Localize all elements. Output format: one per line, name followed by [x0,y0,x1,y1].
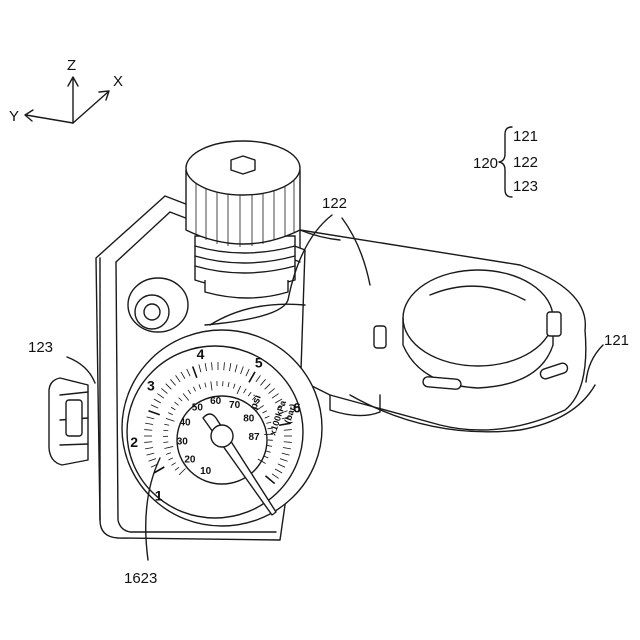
group-member-121: 121 [513,128,538,145]
axis-triad: Z X Y [9,57,123,125]
gauge-inner-number: 87 [248,432,260,443]
group-parent-label: 120 [473,155,498,172]
gauge-pivot [211,425,233,447]
leader-123 [67,357,95,383]
y-axis-label: Y [9,108,19,125]
z-axis-label: Z [67,57,76,74]
gauge-inner-number: 10 [200,466,212,477]
callout-122: 122 [322,195,347,212]
x-axis-label: X [113,73,123,90]
arm-side-slot [547,312,561,336]
gauge-inner-number: 20 [184,455,196,466]
adjust-knob [186,141,300,298]
fitting-core [144,304,160,320]
gauge-inner-number: 70 [229,400,241,411]
arm-round-cap [403,270,553,366]
group-legend: 120 121 122 123 [473,127,538,197]
gauge-inner-number: 40 [179,418,191,429]
swing-arm [300,230,595,432]
group-member-123: 123 [513,178,538,195]
callout-1623: 1623 [124,570,157,587]
gauge-outer-number: 3 [147,377,155,393]
valve-lever [66,400,82,436]
group-brace [499,127,512,197]
gauge-inner-number: 30 [177,437,189,448]
leader-121 [586,345,603,382]
gauge-inner-number: 50 [192,403,204,414]
gauge-outer-number: 1 [155,487,163,503]
callout-121: 121 [604,332,629,349]
gauge-inner-tick [163,430,168,431]
gauge-outer-number: 2 [130,434,138,450]
gauge-outer-number: 4 [197,346,205,362]
gauge-inner-number: 80 [243,413,255,424]
pressure-gauge: 123456 102030405060708087 psi x100kPa (b… [122,330,322,526]
face-fitting [128,278,188,332]
gauge-outer-number: 5 [255,355,263,371]
side-valve [49,378,88,465]
knob-collar [205,280,288,298]
callout-123: 123 [28,339,53,356]
knob-hex-socket [231,156,255,174]
group-member-122: 122 [513,154,538,171]
y-axis-line [26,115,73,123]
arm-small-tab [374,326,386,348]
x-axis-line [73,92,108,123]
